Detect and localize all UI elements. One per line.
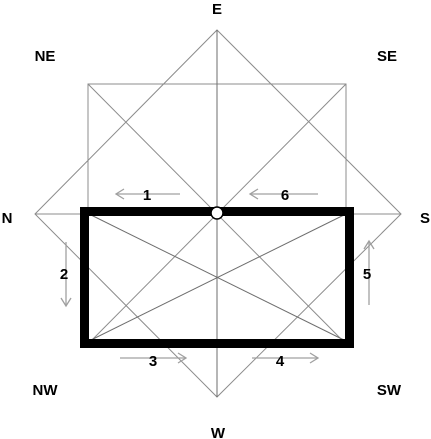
step-label-6: 6 [281,187,289,204]
arrow-3 [120,352,188,364]
label-north: N [2,210,13,227]
label-northeast: NE [35,48,56,65]
label-west: W [211,425,226,439]
label-northwest: NW [33,382,59,399]
arrow-2 [60,242,72,308]
arrow-5 [363,239,375,305]
rectangle-diagonal-2 [84,211,351,344]
step-label-5: 5 [363,266,371,283]
label-south: S [420,210,430,227]
label-southwest: SW [377,382,402,399]
arrow-4 [252,352,320,364]
label-east: E [212,1,222,18]
label-southeast: SE [377,48,397,65]
arrow-6 [248,188,318,200]
step-label-1: 1 [143,187,151,204]
arrow-1 [114,188,180,200]
step-label-3: 3 [149,353,157,370]
center-point [210,206,224,220]
step-label-2: 2 [60,266,68,283]
step-label-4: 4 [276,353,285,370]
